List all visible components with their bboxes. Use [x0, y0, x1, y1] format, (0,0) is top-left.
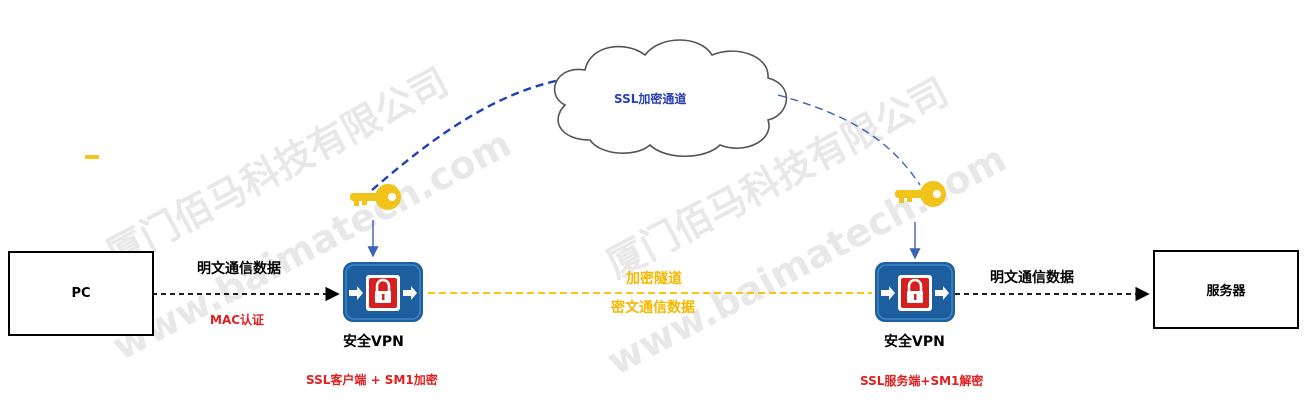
vpn-right-label: 安全VPN — [884, 334, 945, 350]
pc-label: PC — [71, 286, 91, 301]
dash-curve-left — [371, 78, 561, 191]
cloud-icon — [553, 39, 788, 158]
key-icon — [895, 181, 946, 207]
stray-mark — [85, 155, 99, 159]
vpn-left-caption: SSL客户端 + SM1加密 — [306, 373, 438, 387]
vpn-right-caption: SSL服务端+SM1解密 — [860, 374, 984, 388]
left-link-label: 明文通信数据 — [197, 261, 281, 277]
vpn-left-label: 安全VPN — [343, 334, 404, 350]
tunnel-label-1: 加密隧道 — [626, 271, 682, 287]
right-link-label: 明文通信数据 — [990, 270, 1074, 286]
server-box: 服务器 — [1153, 250, 1299, 329]
vpn-device-icon — [343, 262, 423, 322]
tunnel-label-2: 密文通信数据 — [611, 300, 695, 316]
pc-box: PC — [8, 251, 154, 336]
mac-auth-label: MAC认证 — [210, 313, 265, 327]
vpn-device-icon — [875, 262, 955, 322]
cloud-label: SSL加密通道 — [614, 92, 687, 106]
dash-curve-right — [777, 94, 921, 186]
server-label: 服务器 — [1206, 284, 1246, 299]
key-icon — [350, 184, 401, 210]
